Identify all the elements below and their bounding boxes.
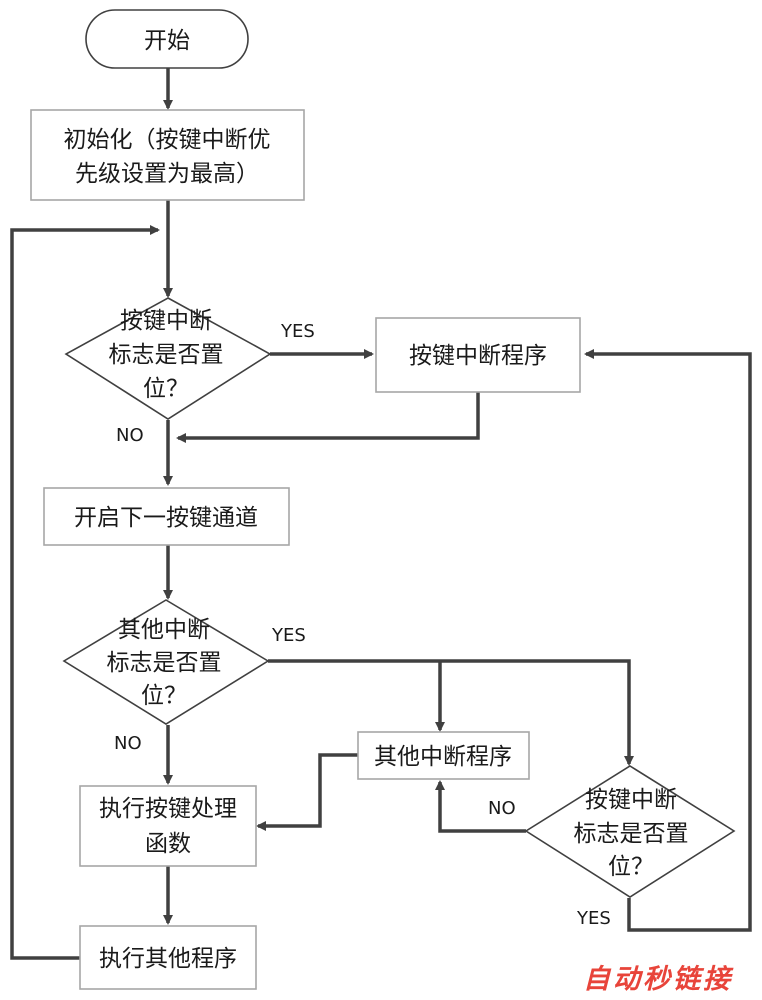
decision-key-int-line-2: 标志是否置 bbox=[109, 342, 224, 368]
edge-loop-back bbox=[10, 225, 160, 960]
label-yes-3: YES bbox=[576, 908, 611, 929]
decision-key-int-2-line-3: 位？ bbox=[608, 854, 654, 880]
decision-other-int-line-1: 其他中断 bbox=[118, 617, 210, 643]
key-int-routine-label: 按键中断程序 bbox=[409, 343, 547, 369]
decision-key-int-line-3: 位？ bbox=[143, 376, 189, 402]
node-key-int-routine: 按键中断程序 bbox=[375, 317, 581, 393]
decision-key-int-2-shape bbox=[524, 765, 736, 898]
init-box-shape bbox=[30, 109, 305, 201]
other-int-routine-shape bbox=[357, 731, 530, 780]
decision-other-int-line-3: 位？ bbox=[141, 683, 187, 709]
node-decision-other-int: 其他中断 标志是否置 位？ bbox=[62, 599, 270, 725]
decision-key-int-2-line-1: 按键中断 bbox=[585, 787, 677, 813]
node-init: 初始化（按键中断优 先级设置为最高） bbox=[30, 109, 305, 201]
decision-key-int-shape bbox=[64, 297, 272, 420]
connectors bbox=[10, 68, 752, 960]
edge-key-routine-return bbox=[176, 392, 480, 443]
node-start: 开始 bbox=[85, 9, 249, 69]
init-label-line-2: 先级设置为最高） bbox=[75, 161, 259, 187]
start-terminal-shape bbox=[85, 9, 249, 69]
edge-decision-key2-yes bbox=[584, 349, 752, 932]
decision-other-int-shape bbox=[62, 599, 270, 725]
node-exec-other-program: 执行其他程序 bbox=[79, 925, 257, 990]
node-decision-key-int-2: 按键中断 标志是否置 位？ bbox=[524, 765, 736, 898]
other-int-routine-label: 其他中断程序 bbox=[374, 744, 512, 770]
exec-key-handler-line-2: 函数 bbox=[145, 831, 191, 857]
exec-key-handler-line-1: 执行按键处理 bbox=[99, 796, 237, 822]
start-label: 开始 bbox=[144, 28, 190, 54]
edge-other-routine-to-handler bbox=[256, 753, 358, 831]
watermark: 自动秒链接 bbox=[583, 964, 734, 995]
decision-other-int-line-2: 标志是否置 bbox=[107, 650, 222, 676]
node-decision-key-int: 按键中断 标志是否置 位？ bbox=[64, 297, 272, 420]
exec-other-program-label: 执行其他程序 bbox=[99, 946, 237, 972]
label-no-2: NO bbox=[114, 733, 142, 754]
exec-other-program-shape bbox=[79, 925, 257, 990]
label-no-1: NO bbox=[116, 425, 144, 446]
edge-decision-key2-no bbox=[435, 780, 526, 833]
node-other-int-routine: 其他中断程序 bbox=[357, 731, 530, 780]
decision-key-int-line-1: 按键中断 bbox=[120, 308, 212, 334]
label-yes-2: YES bbox=[271, 625, 306, 646]
open-next-channel-label: 开启下一按键通道 bbox=[74, 505, 258, 531]
init-label-line-1: 初始化（按键中断优 bbox=[64, 127, 271, 153]
label-yes-1: YES bbox=[280, 321, 315, 342]
decision-key-int-2-line-2: 标志是否置 bbox=[574, 821, 689, 847]
open-next-channel-shape bbox=[43, 487, 290, 546]
node-exec-key-handler: 执行按键处理 函数 bbox=[79, 785, 257, 867]
key-int-routine-shape bbox=[375, 317, 581, 393]
node-open-next-channel: 开启下一按键通道 bbox=[43, 487, 290, 546]
exec-key-handler-shape bbox=[79, 785, 257, 867]
edge-decision-other-yes bbox=[268, 659, 634, 766]
label-no-3: NO bbox=[488, 798, 516, 819]
